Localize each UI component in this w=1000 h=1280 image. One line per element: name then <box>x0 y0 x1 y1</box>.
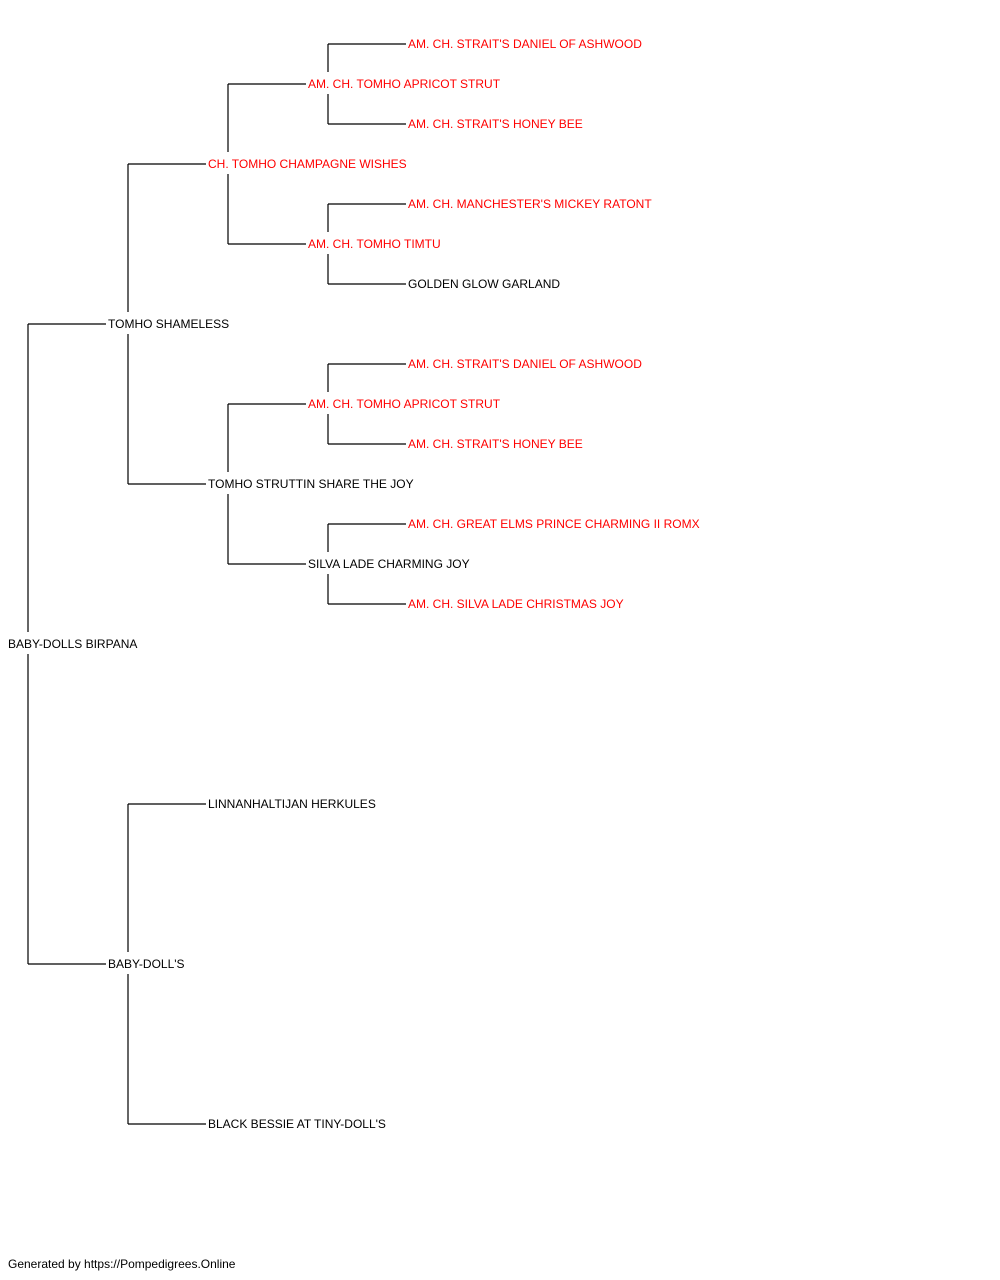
dog-am-ch-silva-lade-christmas-joy: AM. CH. SILVA LADE CHRISTMAS JOY <box>408 597 624 611</box>
dog-am-ch-strait-s-honey-bee: AM. CH. STRAIT'S HONEY BEE <box>408 437 583 451</box>
dog-am-ch-great-elms-prince-charming-ii-romx: AM. CH. GREAT ELMS PRINCE CHARMING II RO… <box>408 517 700 531</box>
dog-baby-dolls-birpana: BABY-DOLLS BIRPANA <box>8 637 137 651</box>
dog-silva-lade-charming-joy: SILVA LADE CHARMING JOY <box>308 557 470 571</box>
dog-am-ch-strait-s-daniel-of-ashwood: AM. CH. STRAIT'S DANIEL OF ASHWOOD <box>408 357 642 371</box>
dog-linnanhaltijan-herkules: LINNANHALTIJAN HERKULES <box>208 797 376 811</box>
dog-am-ch-strait-s-daniel-of-ashwood: AM. CH. STRAIT'S DANIEL OF ASHWOOD <box>408 37 642 51</box>
dog-black-bessie-at-tiny-doll-s: BLACK BESSIE AT TINY-DOLL'S <box>208 1117 386 1131</box>
dog-tomho-shameless: TOMHO SHAMELESS <box>108 317 229 331</box>
dog-tomho-struttin-share-the-joy: TOMHO STRUTTIN SHARE THE JOY <box>208 477 414 491</box>
dog-am-ch-tomho-apricot-strut: AM. CH. TOMHO APRICOT STRUT <box>308 77 501 91</box>
dog-ch-tomho-champagne-wishes: CH. TOMHO CHAMPAGNE WISHES <box>208 157 407 171</box>
footer-credit: Generated by https://Pompedigrees.Online <box>8 1257 236 1271</box>
dog-am-ch-strait-s-honey-bee: AM. CH. STRAIT'S HONEY BEE <box>408 117 583 131</box>
dog-am-ch-tomho-apricot-strut: AM. CH. TOMHO APRICOT STRUT <box>308 397 501 411</box>
dog-baby-doll-s: BABY-DOLL'S <box>108 957 185 971</box>
dog-am-ch-tomho-timtu: AM. CH. TOMHO TIMTU <box>308 237 441 251</box>
dog-am-ch-manchester-s-mickey-ratont: AM. CH. MANCHESTER'S MICKEY RATONT <box>408 197 652 211</box>
dog-golden-glow-garland: GOLDEN GLOW GARLAND <box>408 277 560 291</box>
